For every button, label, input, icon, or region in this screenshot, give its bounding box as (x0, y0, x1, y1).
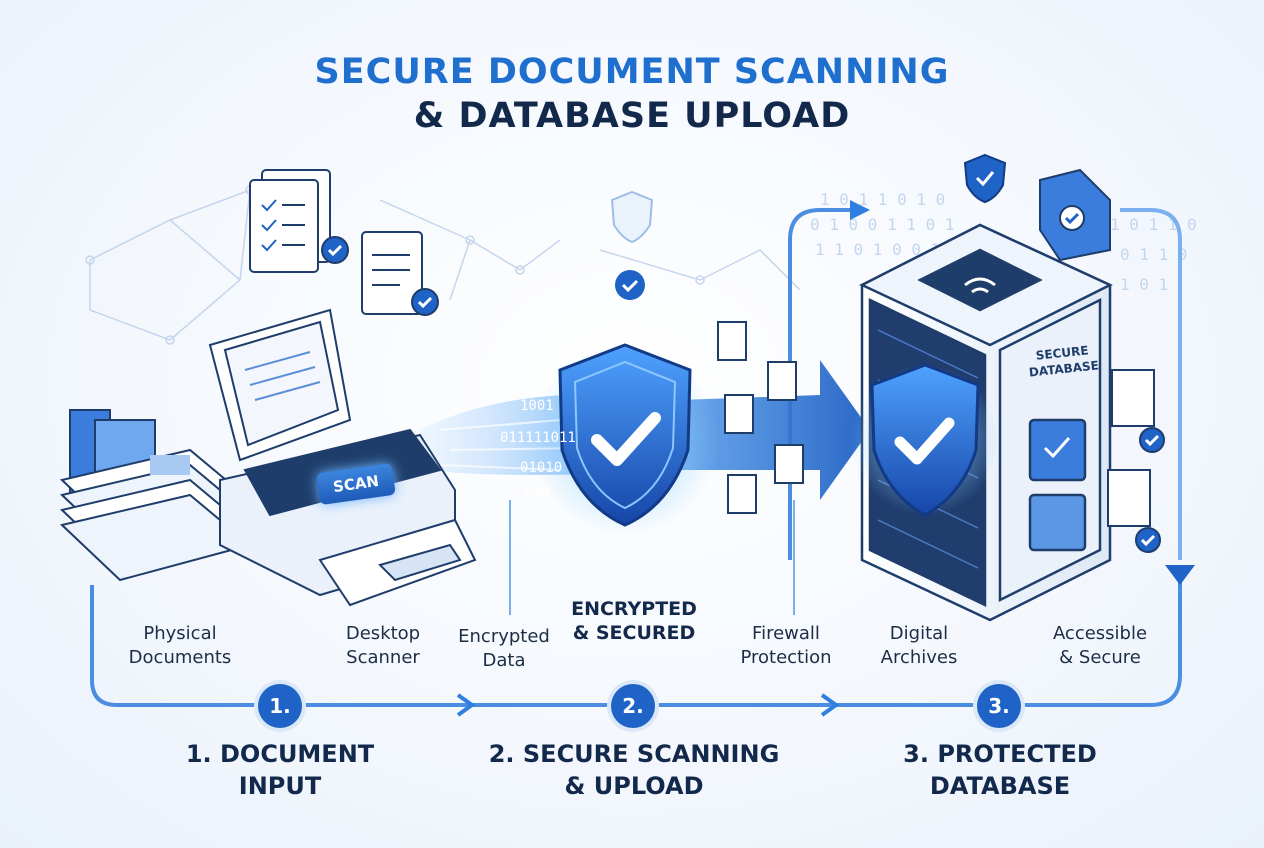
step-2-badge: 2. (611, 684, 655, 728)
data-bits: 1001 011111011 01010 D10 (500, 398, 576, 500)
floating-documents (717, 321, 804, 514)
label-digital-archives: Digital Archives (880, 623, 958, 668)
step-1-title: 1. DOCUMENT INPUT (185, 740, 375, 800)
label-physical-documents: Physical Documents (128, 623, 232, 668)
shield-check-icon (558, 343, 692, 527)
server-shield-icon (870, 363, 980, 517)
step-1-badge: 1. (258, 684, 302, 728)
bits-1: 1001 (520, 398, 554, 414)
folder-check-icon (1039, 168, 1111, 262)
document-check-icon (249, 169, 439, 316)
bits-3: 01010 (520, 460, 562, 476)
arrow-down-icon (1165, 565, 1195, 585)
svg-text:1 1 0 1 0 0 1: 1 1 0 1 0 0 1 (815, 240, 940, 259)
network-lines (85, 185, 801, 345)
scanner-icon (208, 308, 477, 607)
bits-4: D10 (525, 484, 550, 500)
svg-text:0 1 1 0: 0 1 1 0 (1120, 245, 1187, 264)
document-stack (59, 409, 253, 582)
svg-text:0 1 0 0 1 1 0 1: 0 1 0 0 1 1 0 1 (810, 215, 955, 234)
title-line-1: SECURE DOCUMENT SCANNING (314, 52, 950, 92)
shield-outline-icon (610, 190, 654, 244)
title-line-2: & DATABASE UPLOAD (413, 96, 851, 136)
label-encrypted-secured: ENCRYPTED & SECURED (571, 598, 697, 644)
bits-2: 011111011 (500, 430, 576, 446)
check-circle-icon (615, 270, 645, 300)
arrow-right-icon (456, 200, 870, 717)
label-desktop-scanner: Desktop Scanner (345, 623, 421, 668)
step-2-title: 2. SECURE SCANNING & UPLOAD (488, 740, 780, 800)
shield-check-small-icon (963, 153, 1007, 204)
wifi-icon (964, 277, 996, 294)
connector-lines (509, 500, 795, 615)
label-encrypted-data: Encrypted Data (458, 626, 550, 671)
label-accessible-secure: Accessible & Secure (1052, 623, 1148, 668)
step-3-title: 3. PROTECTED DATABASE (903, 740, 1097, 800)
svg-text:1 0 1 1 0 1 0: 1 0 1 1 0 1 0 (820, 190, 945, 209)
side-documents (1107, 369, 1165, 553)
label-firewall-protection: Firewall Protection (740, 623, 832, 668)
svg-text:1 0 1 1 0: 1 0 1 1 0 (1110, 215, 1197, 234)
svg-text:1 0 1: 1 0 1 (1120, 275, 1168, 294)
step-3-badge: 3. (977, 684, 1021, 728)
binary-backdrop: 1 0 1 1 0 1 0 0 1 0 0 1 1 0 1 1 1 0 1 0 … (810, 190, 1197, 294)
